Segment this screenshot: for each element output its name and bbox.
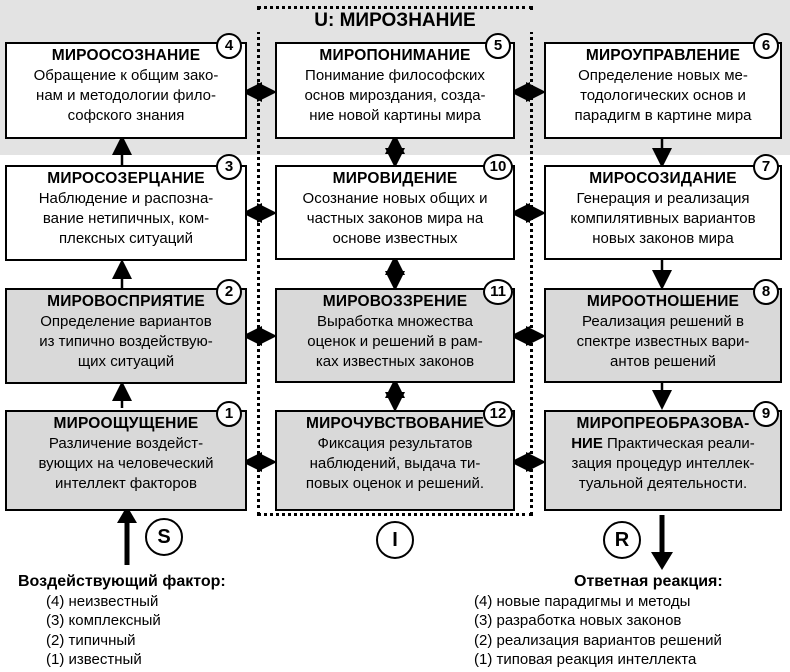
- box-mirochuvstvovanie: МИРОЧУВСТВОВАНИЕ Фиксация результатов на…: [275, 410, 515, 511]
- box-line: ках известных законов: [315, 353, 475, 370]
- box-title: МИРОВОЗЗРЕНИЕ: [322, 293, 468, 310]
- box-line: Понимание философских: [305, 67, 485, 84]
- box-title: МИРООТНОШЕНИЕ: [586, 293, 740, 310]
- box-line: зация процедур интеллек-: [571, 455, 755, 472]
- box-line: новых законов мира: [592, 230, 734, 247]
- legend-item: (3) разработка новых законов: [474, 612, 682, 629]
- box-title: МИРОПРЕОБРАЗОВА-: [576, 415, 750, 432]
- box-line: парадигм в картине мира: [574, 107, 752, 124]
- box-line: Осознание новых общих и: [302, 190, 488, 207]
- box-line: туальной деятельности.: [578, 475, 748, 492]
- box-miroponimanie: МИРОПОНИМАНИЕ Понимание философских осно…: [275, 42, 515, 139]
- output-legend: Ответная реакция: (4) новые парадигмы и …: [474, 572, 723, 670]
- box-mirosoznanie: МИРООСОЗНАНИЕ Обращение к общим зако- на…: [5, 42, 247, 139]
- box-title-end: НИЕ: [571, 435, 603, 452]
- legend-heading: Воздействующий фактор:: [18, 573, 226, 590]
- box-mirovozzrenie: МИРОВОЗЗРЕНИЕ Выработка множества оценок…: [275, 288, 515, 383]
- marker-s: S: [145, 518, 183, 556]
- diagram-title: U: МИРОЗНАНИЕ: [257, 10, 533, 32]
- box-title: МИРОСОЗИДАНИЕ: [589, 170, 737, 187]
- box-line: плексных ситуаций: [58, 230, 194, 247]
- step-number: 6: [753, 33, 779, 59]
- box-line: Выработка множества: [316, 313, 473, 330]
- box-title: МИРОУПРАВЛЕНИЕ: [585, 47, 741, 64]
- box-mirovospriyatie: МИРОВОСПРИЯТИЕ Определение вариантов из …: [5, 288, 247, 384]
- box-line: ние новой картины мира: [309, 107, 481, 124]
- box-line: софского знания: [67, 107, 185, 124]
- box-mirovidenie: МИРОВИДЕНИЕ Осознание новых общих и част…: [275, 165, 515, 260]
- input-arrow-head: [117, 506, 137, 523]
- box-line: нам и методологии фило-: [36, 87, 216, 104]
- box-title: МИРООЩУЩЕНИЕ: [53, 415, 199, 432]
- legend-heading: Ответная реакция:: [574, 573, 723, 590]
- box-line: спектре известных вари-: [576, 333, 750, 350]
- input-legend: Воздействующий фактор: (4) неизвестный (…: [18, 572, 226, 670]
- box-line: основе известных: [332, 230, 458, 247]
- box-title: МИРОПОНИМАНИЕ: [319, 47, 471, 64]
- step-number: 4: [216, 33, 242, 59]
- box-line: антов решений: [610, 353, 716, 370]
- box-title: МИРОВОСПРИЯТИЕ: [47, 293, 205, 310]
- box-line: Обращение к общим зако-: [33, 67, 219, 84]
- box-miropreobrazovanie: МИРОПРЕОБРАЗОВА- НИЕ Практическая реали-…: [544, 410, 782, 511]
- box-mirosozidanie: МИРОСОЗИДАНИЕ Генерация и реализация ком…: [544, 165, 782, 260]
- legend-item: (2) реализация вариантов решений: [474, 631, 722, 649]
- step-number: 9: [753, 401, 779, 427]
- step-number: 3: [216, 154, 242, 180]
- box-line: Фиксация результатов: [317, 435, 473, 452]
- box-line: наблюдений, выдача ти-: [309, 455, 481, 472]
- box-line-rest: Практическая реали-: [602, 435, 755, 452]
- box-mirosozercanie: МИРОСОЗЕРЦАНИЕ Наблюдение и распозна- ва…: [5, 165, 247, 261]
- box-line: частных законов мира на: [306, 210, 484, 227]
- step-number: 5: [485, 33, 511, 59]
- box-line: основ мироздания, созда-: [304, 87, 486, 104]
- step-number: 7: [753, 154, 779, 180]
- box-title: МИРООСОЗНАНИЕ: [51, 47, 201, 64]
- box-line: вующих на человеческий: [38, 455, 214, 472]
- legend-item: (3) комплексный: [46, 612, 161, 629]
- marker-i: I: [376, 521, 414, 559]
- box-title: МИРОВИДЕНИЕ: [332, 170, 458, 187]
- box-line: тодологических основ и: [580, 87, 746, 104]
- step-number: 11: [483, 279, 513, 305]
- mirosnanie-frame: [257, 6, 533, 516]
- legend-item: (4) неизвестный: [46, 592, 159, 610]
- box-title: МИРОЧУВСТВОВАНИЕ: [305, 415, 484, 432]
- box-line: компилятивных вариантов: [570, 210, 756, 227]
- legend-item: (1) типовая реакция интеллекта: [474, 651, 697, 668]
- box-line: Определение вариантов: [40, 313, 212, 330]
- legend-item: (4) новые парадигмы и методы: [474, 592, 691, 610]
- box-line: НИЕ Практическая реали-: [546, 434, 780, 454]
- step-number: 1: [216, 401, 242, 427]
- step-number: 2: [216, 279, 242, 305]
- output-arrow-head: [651, 552, 673, 570]
- box-line: Генерация и реализация: [576, 190, 750, 207]
- step-number: 10: [483, 154, 513, 180]
- box-line: Определение новых ме-: [578, 67, 748, 84]
- box-line: Различение воздейст-: [48, 435, 204, 452]
- box-line: интеллект факторов: [55, 475, 197, 492]
- box-mirootnoshenie: МИРООТНОШЕНИЕ Реализация решений в спект…: [544, 288, 782, 383]
- box-line: вание нетипичных, ком-: [42, 210, 210, 227]
- box-line: щих ситуаций: [77, 353, 175, 370]
- box-line: оценок и решений в рам-: [307, 333, 483, 350]
- marker-r: R: [603, 521, 641, 559]
- step-number: 12: [483, 401, 513, 427]
- box-line: Наблюдение и распозна-: [38, 190, 214, 207]
- box-line: из типично воздействую-: [39, 333, 213, 350]
- box-miroupravlenie: МИРОУПРАВЛЕНИЕ Определение новых ме- тод…: [544, 42, 782, 139]
- box-mirooshchushchenie: МИРООЩУЩЕНИЕ Различение воздейст- вующих…: [5, 410, 247, 511]
- legend-item: (1) известный: [46, 651, 142, 668]
- box-line: Реализация решений в: [582, 313, 744, 330]
- step-number: 8: [753, 279, 779, 305]
- box-line: повых оценок и решений.: [305, 475, 485, 492]
- box-title: МИРОСОЗЕРЦАНИЕ: [47, 170, 205, 187]
- legend-item: (2) типичный: [46, 631, 136, 649]
